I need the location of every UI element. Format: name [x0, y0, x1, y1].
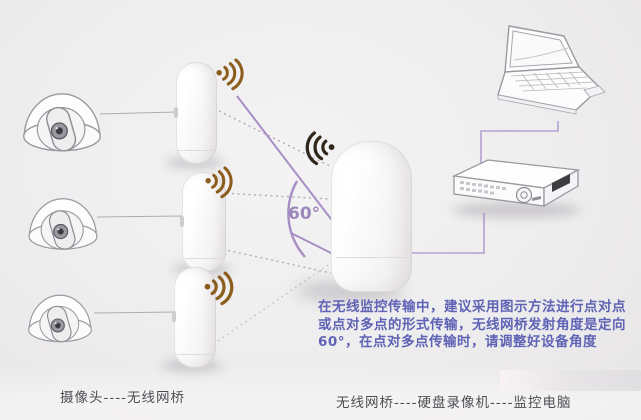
wireless-link-dashed-3	[211, 246, 332, 274]
dvr-jog-dial	[515, 186, 533, 204]
dome-camera-1	[23, 93, 101, 152]
dvr-recorder-icon	[451, 159, 581, 208]
angle-ray-upper	[236, 95, 335, 224]
angle-ray-lower	[290, 232, 334, 255]
laptop-keyboard	[510, 71, 595, 92]
note-text: 在无线监控传输中，建议采用图示方法进行点对点 或点对多点的形式传输，无线网桥发射…	[318, 299, 638, 352]
caption-camera-bridge: 摄像头----无线网桥	[60, 390, 185, 406]
note-line-2: 或点对多点的形式传输，无线网桥发射角度是定向	[318, 316, 626, 333]
laptop-screen-glare	[513, 47, 569, 61]
dvr-jog-dial-inner	[520, 191, 528, 199]
caption-bridge-dvr-pc: 无线网桥----硬盘录像机----监控电脑	[336, 395, 572, 411]
wireless-link-dashed-4	[217, 262, 332, 342]
dome-camera-2	[28, 198, 98, 250]
laptop-touchpad	[583, 85, 606, 98]
laptop-base	[497, 66, 602, 111]
watermark	[500, 370, 641, 391]
angle-arc	[287, 180, 306, 258]
wifi-signal-icon-1	[216, 58, 244, 91]
dvr-button-row-1	[460, 181, 506, 190]
bridge-to-dvr-cable	[411, 213, 485, 254]
wireless-link-dashed-1	[218, 110, 333, 168]
camera-lens-glint	[55, 127, 58, 130]
wifi-signal-icon-central	[305, 131, 335, 166]
angle-label: 60°	[288, 204, 321, 224]
wireless-bridge-3	[172, 267, 216, 368]
laptop-icon	[497, 25, 606, 115]
camera-lens-pupil	[55, 127, 63, 135]
dvr-button-row-2	[460, 187, 494, 195]
dvr-shadow	[452, 202, 580, 218]
wireless-bridge-2	[180, 172, 226, 272]
camera2-to-bridge2-line	[96, 215, 184, 218]
dvr-side-vent	[552, 174, 570, 192]
wifi-signal-icon-2	[205, 166, 233, 199]
wifi-signal-icon-3	[204, 271, 234, 306]
note-line-3: 60°，在点对多点传输时，请调整好设备角度	[318, 334, 598, 350]
central-wireless-bridge	[331, 141, 412, 292]
wireless-link-dashed-2	[220, 192, 331, 200]
note-line-1: 在无线监控传输中，建议采用图示方法进行点对点	[318, 299, 626, 315]
camera1-to-bridge1-line	[99, 111, 178, 115]
dvr-to-laptop-cable	[480, 121, 559, 164]
laptop-base-edge	[497, 94, 577, 115]
camera3-to-bridge3-line	[93, 311, 177, 314]
dvr-front-slot	[532, 196, 541, 201]
wireless-bridge-1	[174, 62, 217, 164]
dome-camera-3	[28, 294, 92, 343]
